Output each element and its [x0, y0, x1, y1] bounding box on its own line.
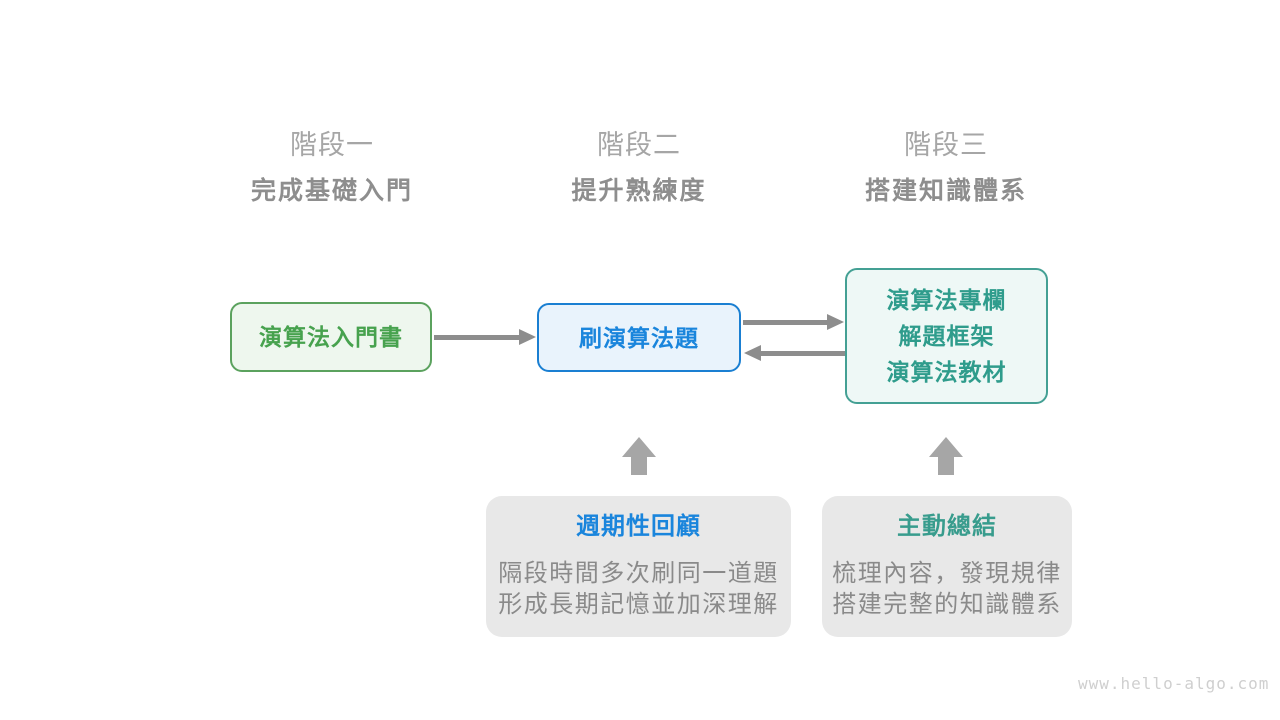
up-arrow-triangle: [622, 437, 656, 457]
arrow-practice-to-advanced-icon: [743, 314, 844, 330]
arrow-head-right-icon: [519, 329, 536, 345]
stage-header-3: 階段三 搭建知識體系: [786, 128, 1106, 206]
up-arrow-triangle: [929, 437, 963, 457]
callout-active-summary-desc: 梳理內容，發現規律 搭建完整的知識體系: [822, 558, 1072, 620]
watermark: www.hello-algo.com: [1078, 674, 1270, 693]
node-advanced-line-3: 演算法教材: [886, 359, 1007, 385]
stage-3-subtitle: 搭建知識體系: [864, 177, 1027, 205]
callout-active-summary: 主動總結 梳理內容，發現規律 搭建完整的知識體系: [822, 496, 1072, 637]
callout-periodic-review: 週期性回顧 隔段時間多次刷同一道題 形成長期記憶並加深理解: [486, 496, 791, 637]
node-intro-book-label: 演算法入門書: [259, 324, 403, 350]
up-arrow-review-icon: [622, 437, 656, 475]
stage-2-subtitle: 提升熟練度: [571, 177, 707, 205]
arrow-shaft: [434, 334, 519, 340]
node-advanced-line-1: 演算法專欄: [886, 287, 1007, 313]
stage-2-title: 階段二: [597, 130, 681, 160]
arrow-head-right-icon: [827, 314, 844, 330]
stage-header-1: 階段一 完成基礎入門: [172, 128, 492, 206]
callout-periodic-review-title: 週期性回顧: [576, 513, 701, 540]
stage-1-title: 階段一: [290, 130, 374, 160]
up-arrow-stem: [631, 457, 647, 475]
callout-desc-line: 梳理內容，發現規律: [832, 560, 1062, 587]
stage-header-2: 階段二 提升熟練度: [479, 128, 799, 206]
stage-3-title: 階段三: [904, 130, 988, 160]
callout-desc-line: 隔段時間多次刷同一道題: [498, 560, 779, 587]
node-advanced-line-2: 解題框架: [898, 323, 995, 349]
node-advanced-resources: 演算法專欄 解題框架 演算法教材: [845, 268, 1048, 404]
node-practice-label: 刷演算法題: [579, 324, 699, 351]
arrow-head-left-icon: [744, 345, 761, 361]
arrow-shaft: [761, 350, 845, 356]
callout-active-summary-title: 主動總結: [897, 513, 997, 540]
arrow-advanced-to-practice-icon: [744, 345, 845, 361]
arrow-intro-to-practice-icon: [434, 329, 536, 345]
callout-periodic-review-desc: 隔段時間多次刷同一道題 形成長期記憶並加深理解: [486, 558, 791, 620]
callout-desc-line: 搭建完整的知識體系: [832, 591, 1062, 618]
up-arrow-summary-icon: [929, 437, 963, 475]
arrow-shaft: [743, 319, 827, 325]
node-practice: 刷演算法題: [537, 303, 741, 372]
callout-desc-line: 形成長期記憶並加深理解: [498, 591, 779, 618]
stage-1-subtitle: 完成基礎入門: [250, 177, 413, 205]
node-intro-book: 演算法入門書: [230, 302, 432, 372]
up-arrow-stem: [938, 457, 954, 475]
